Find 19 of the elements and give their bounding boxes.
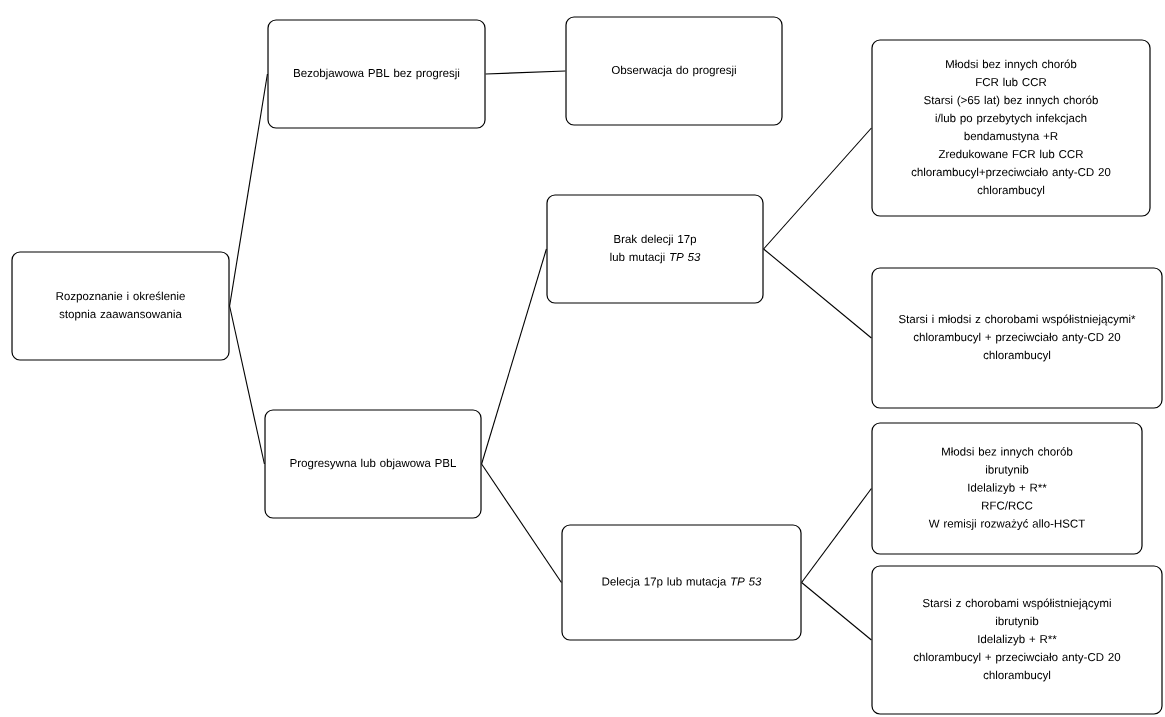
treatment-box: Młodsi bez innych chorób ibrutynib Idelalizyb + R** RFC/RCC W remisji rozważyć allo-HSCT [871, 422, 1143, 555]
step-box: Bezobjawowa PBL bez progresji [267, 19, 486, 129]
step-box: Progresywna lub objawowa PBL [264, 409, 482, 519]
connector-line [801, 487, 872, 584]
step-box: Obserwacja do progresji [565, 16, 783, 126]
connector-line [481, 463, 562, 584]
treatment-box: Młodsi bez innych chorób FCR lub CCR Starsi (>65 lat) bez innych chorób i/lub po przebytych infekcjach bendamustyna +R Zredukowane FCR lub CCR chlorambucyl+przeciwciało anty-CD 20 chlorambucyl [871, 39, 1151, 217]
connector-line [485, 70, 566, 75]
treatment-box: Starsi z chorobami współistniejącymi ibrutynib Idelalizyb + R** chlorambucyl + przeciwciało anty-CD 20 chlorambucyl [871, 565, 1163, 715]
connector-line [229, 73, 268, 307]
connector-line [763, 248, 872, 339]
connector-line [763, 127, 872, 250]
step-box: Brak delecji 17p lub mutacji TP 53 [546, 194, 764, 304]
connector-line [229, 305, 265, 465]
step-box: Delecja 17p lub mutacja TP 53 [561, 524, 802, 641]
treatment-box: Starsi i młodsi z chorobami współistniejącymi* chlorambucyl + przeciwciało anty-CD 20 chlorambucyl [871, 267, 1163, 409]
connector-line [481, 248, 547, 465]
connector-line [801, 581, 872, 641]
step-box: Rozpoznanie i określenie stopnia zaawansowania [11, 251, 230, 361]
